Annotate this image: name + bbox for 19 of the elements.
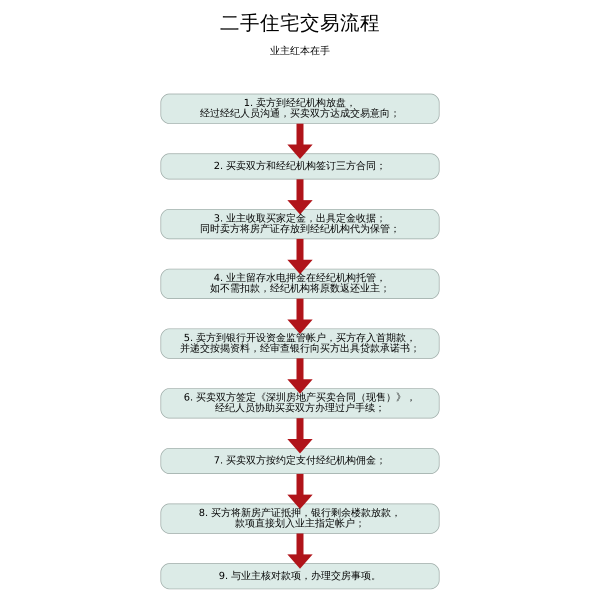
arrow <box>287 179 313 215</box>
node-box: 4. 业主留存水电押金在经纪机构托管，如不需扣款，经纪机构将原数返还业主； <box>160 268 440 299</box>
node-box: 3. 业主收取买家定金，出具定金收据；同时卖方将房产证存放到经纪机构代为保管； <box>160 208 440 240</box>
node-box: 8. 买方将新房产证抵押，银行剩余楼款放款，款项直接划入业主指定帐户； <box>160 504 440 534</box>
arrow <box>287 358 313 394</box>
arrow <box>287 238 313 274</box>
label: 业主红本在手 <box>270 46 330 57</box>
arrow <box>287 124 313 159</box>
diagram-title: 二手住宅交易流程 <box>220 12 380 35</box>
node-box: 6. 买卖双方签定《深圳房地产买卖合同（现售）》，经纪人员协助买卖双方办理过户手续； <box>160 388 440 418</box>
arrow <box>287 474 313 510</box>
arrow <box>287 298 313 334</box>
node-box: 1. 卖方到经纪机构放盘，经过经纪人员沟通，买卖双方达成交易意向； <box>160 94 440 124</box>
arrow <box>287 418 313 454</box>
arrow <box>287 534 313 569</box>
node-box: 5. 卖方到银行开设资金监管帐户，买方存入首期款，并递交按揭资料，经审查银行向买方出具贷款承诺书； <box>160 328 440 359</box>
node-box: 9. 与业主核对款项，办理交房事项。 <box>160 563 440 590</box>
node-box: 7. 买卖双方按约定支付经纪机构佣金； <box>160 448 440 474</box>
node-box: 2. 买卖双方和经纪机构签订三方合同； <box>160 153 440 180</box>
